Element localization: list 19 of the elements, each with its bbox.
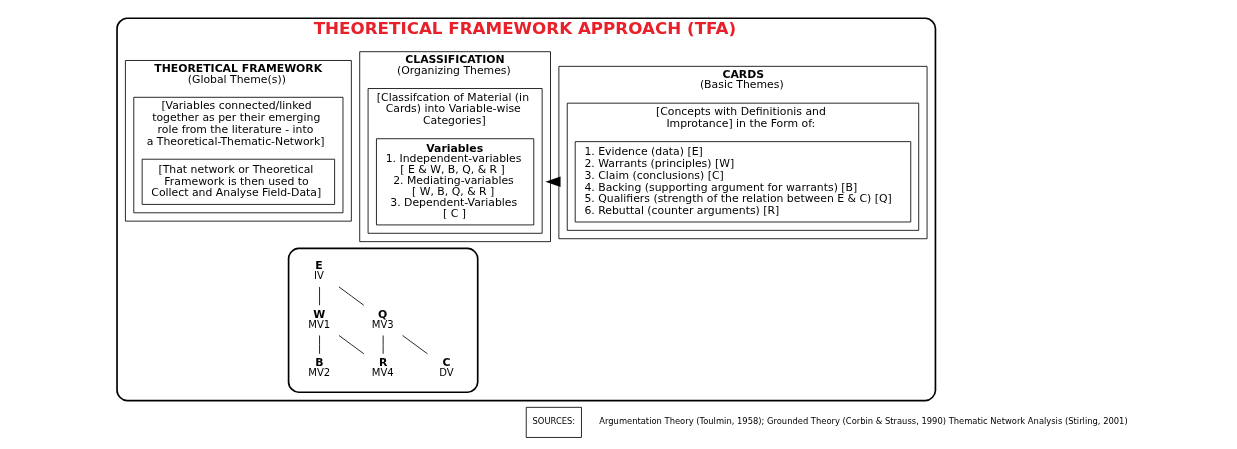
connector <box>338 286 365 306</box>
node-box: [That network or Theoretical Framework is then used to Collect and Analyse Field-Data] <box>141 158 336 205</box>
node-box: Variables 1. Independent-variables [ E & W, B, Q, & R ] 2. Mediating-variables [ W, B, Q, & R ] 3. Dependent-Variables [ C ] <box>376 138 535 226</box>
label: SOURCES: <box>532 416 576 427</box>
node-text: W <box>313 307 326 321</box>
node-label: IV <box>314 270 324 282</box>
node-label: MV2 <box>308 367 331 379</box>
node-label: MV3 <box>371 318 394 330</box>
connector <box>319 286 320 306</box>
connector <box>319 335 320 355</box>
node-label: MV1 <box>308 318 331 330</box>
node-box: 1. Evidence (data) [E] 2. Warrants (principles) [W] 3. Claim (conclusions) [C] 4. Backing (supporting argument for warrants) [B] 5. Qualifiers (strength of the relation between E & C) [Q] 6. Rebuttal (counter arguments) [R] <box>574 141 912 223</box>
node-label: DV <box>439 367 454 379</box>
cluster <box>287 247 479 394</box>
node-text: Q <box>378 307 388 321</box>
label: Argumentation Theory (Toulmin, 1958); Grounded Theory (Corbin & Strauss, 1990) Thematic Network Analysis (Stirling, 2001) <box>599 416 1128 427</box>
connector <box>338 335 365 355</box>
connector <box>402 335 428 355</box>
node-label: MV4 <box>371 367 394 379</box>
